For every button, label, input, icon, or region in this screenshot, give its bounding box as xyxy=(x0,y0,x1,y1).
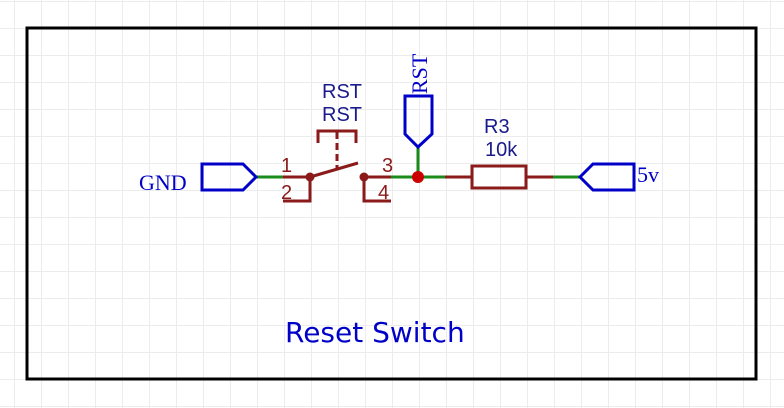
pin-number-4: 4 xyxy=(378,182,389,204)
pin-number-2: 2 xyxy=(281,182,292,204)
switch-pin-4 xyxy=(362,177,391,203)
rst-flag-icon xyxy=(403,94,434,150)
junction-dot xyxy=(412,171,424,183)
resistor-designator: R3 xyxy=(484,116,510,138)
sheet-frame xyxy=(25,26,758,381)
switch-rst[interactable]: 1 2 3 4 RST RST xyxy=(281,81,393,204)
switch-lever xyxy=(309,161,359,179)
net-flag-gnd[interactable]: GND xyxy=(139,162,259,195)
net-flag-rst[interactable]: RST xyxy=(403,53,434,150)
sheet-title: Reset Switch xyxy=(285,316,465,349)
resistor-body xyxy=(470,164,528,190)
rst-net-label: RST xyxy=(407,53,432,94)
resistor-value: 10k xyxy=(485,139,518,161)
vcc-flag-icon xyxy=(577,162,636,192)
switch-contact-right xyxy=(359,172,369,182)
gnd-label: GND xyxy=(139,170,187,195)
switch-button-cap xyxy=(316,129,358,143)
pin-number-1: 1 xyxy=(281,155,292,177)
resistor-r3[interactable]: R3 10k xyxy=(445,116,553,190)
switch-pin-2 xyxy=(283,177,312,203)
vcc-label: 5v xyxy=(637,162,659,187)
gnd-flag-icon xyxy=(200,162,259,192)
pin-number-3: 3 xyxy=(382,155,393,177)
switch-value: RST xyxy=(322,104,362,126)
net-flag-5v[interactable]: 5v xyxy=(577,162,659,192)
switch-designator: RST xyxy=(322,81,362,103)
